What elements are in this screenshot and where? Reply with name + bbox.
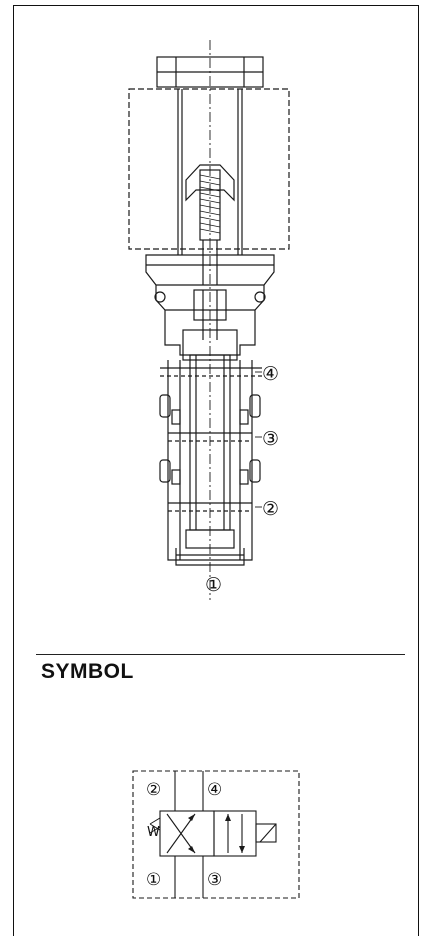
sheet-border <box>13 5 419 936</box>
symbol-spring-label: W <box>147 825 160 840</box>
symbol-port-1-label: ① <box>146 870 161 890</box>
symbol-port-3-label: ③ <box>207 870 222 890</box>
symbol-envelope <box>132 770 300 899</box>
symbol-solenoid <box>255 823 277 843</box>
bottom-nose <box>175 548 245 566</box>
port-4-label: ④ <box>262 363 279 385</box>
section-divider <box>36 654 405 655</box>
symbol-box-left <box>159 810 215 857</box>
symbol-heading: SYMBOL <box>41 660 134 683</box>
port-2-label: ② <box>262 498 279 520</box>
coil-housing <box>128 88 290 250</box>
port-1-label: ① <box>205 574 222 596</box>
symbol-spring <box>149 817 161 834</box>
symbol-port-4-label: ④ <box>207 780 222 800</box>
pole-piece <box>185 164 235 202</box>
port-3-label: ③ <box>262 428 279 450</box>
symbol-port-2-label: ② <box>146 780 161 800</box>
symbol-box-right <box>213 810 257 857</box>
